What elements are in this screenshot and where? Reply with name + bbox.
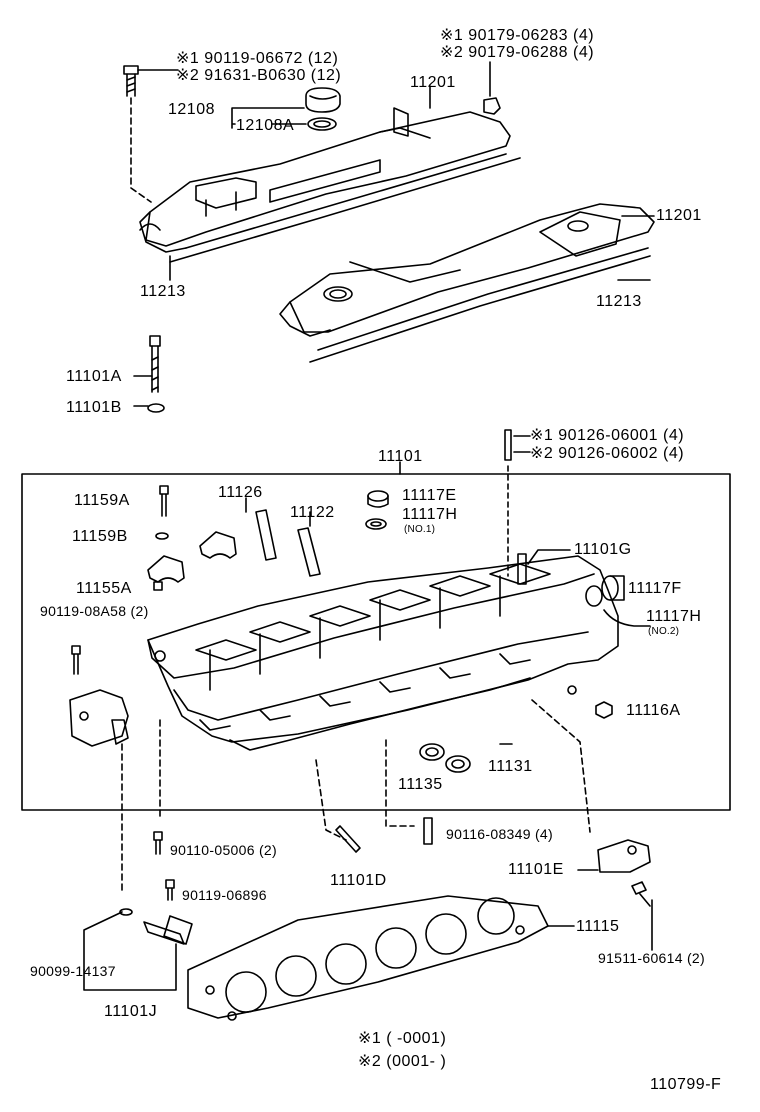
label-91631-b0630: ※2 91631-B0630 (12): [176, 67, 342, 84]
label-11117f: 11117F: [628, 580, 682, 597]
oil-filler-cap: [305, 87, 341, 113]
label-90116-08349: 90116-08349 (4): [446, 826, 553, 842]
label-90119-06672: ※1 90119-06672 (12): [176, 50, 339, 67]
head-bolt: [149, 335, 161, 393]
grommet-nut: [483, 97, 501, 115]
bearing-cap-right: [199, 531, 237, 559]
label-90179-06288: ※2 90179-06288 (4): [440, 44, 595, 61]
bolt-90119-06896: [165, 879, 175, 901]
bolt-90110: [153, 831, 163, 855]
label-11115: 11115: [576, 918, 620, 935]
leader-dashed: [130, 97, 152, 203]
label-90119-06896: 90119-06896: [182, 887, 267, 903]
sensor-11101e: [597, 839, 651, 873]
label-90179-06283: ※1 90179-06283 (4): [440, 27, 595, 44]
spark-plug-tube-1: [245, 497, 277, 561]
stud-11101g: [517, 553, 527, 585]
stud-11101d: [335, 825, 361, 853]
label-90126-06001: ※1 90126-06001 (4): [530, 427, 685, 444]
label-11159b: 11159B: [72, 528, 128, 545]
label-11213-left: 11213: [140, 283, 186, 300]
label-11117e: 11117E: [402, 487, 457, 504]
label-11116a: 11116A: [626, 702, 681, 719]
label-11117h-no1: 11117H: [402, 506, 458, 523]
label-91511-60614: 91511-60614 (2): [598, 950, 705, 966]
label-12108a: 12108A: [236, 117, 295, 134]
oil-control-valve: [143, 915, 193, 945]
label-11117h-no2: 11117H: [646, 608, 702, 625]
label-11122: 11122: [290, 504, 335, 521]
bolt-91511: [631, 881, 651, 907]
nut-11116a: [595, 701, 613, 719]
label-11101j: 11101J: [104, 1003, 158, 1020]
cylinder-head-frame: [21, 473, 731, 811]
note-2: ※2 (0001- ): [358, 1053, 447, 1070]
spark-plug-tube-2: [297, 511, 321, 577]
label-11159a: 11159A: [74, 492, 130, 509]
label-90119-08a58: 90119-08A58 (2): [40, 603, 149, 619]
stud-bolt-upper: [504, 429, 512, 461]
label-11101b: 11101B: [66, 399, 122, 416]
label-11135: 11135: [398, 776, 443, 793]
bearing-cap-left: [147, 555, 185, 583]
label-90099-14137: 90099-14137: [30, 963, 116, 979]
o-ring-90099: [119, 908, 133, 916]
plug-11117h-no1: [365, 518, 387, 530]
stud-90116: [423, 817, 433, 845]
head-bolt-washer: [147, 403, 165, 413]
label-no2: (NO.2): [648, 626, 680, 637]
cap-gasket: [307, 117, 337, 131]
label-11101e: 11101E: [508, 861, 564, 878]
cylinder-head: [147, 555, 619, 751]
head-cover-upper: [139, 107, 521, 263]
bearing-cap-washer: [155, 532, 169, 540]
dowel-pin: [153, 581, 163, 591]
head-gasket: [187, 895, 549, 1021]
label-11126: 11126: [218, 484, 263, 501]
sensor-housing-left: [69, 689, 129, 747]
head-cover-lower: [279, 203, 655, 363]
label-11101: 11101: [378, 448, 423, 465]
label-90126-06002: ※2 90126-06002 (4): [530, 445, 685, 462]
label-11213-right: 11213: [596, 293, 642, 310]
note-1: ※1 ( -0001): [358, 1030, 447, 1047]
label-11201-top: 11201: [410, 74, 456, 91]
label-11201-right: 11201: [656, 207, 702, 224]
label-no1: (NO.1): [404, 524, 436, 535]
label-11101d: 11101D: [330, 872, 387, 889]
label-11101g: 11101G: [574, 541, 632, 558]
seal-11135: [419, 743, 445, 761]
bolt-90119-08a58: [71, 645, 81, 675]
diagram-code: 110799-F: [650, 1076, 722, 1093]
label-12108: 12108: [168, 101, 215, 118]
seal-11131: [445, 755, 471, 773]
bearing-cap-bolt: [159, 485, 169, 517]
label-90110-05006: 90110-05006 (2): [170, 842, 277, 858]
plug-11117e: [367, 490, 389, 508]
label-11101a: 11101A: [66, 368, 122, 385]
label-11131: 11131: [488, 758, 533, 775]
label-11155a: 11155A: [76, 580, 132, 597]
cover-bolt: [123, 65, 139, 97]
